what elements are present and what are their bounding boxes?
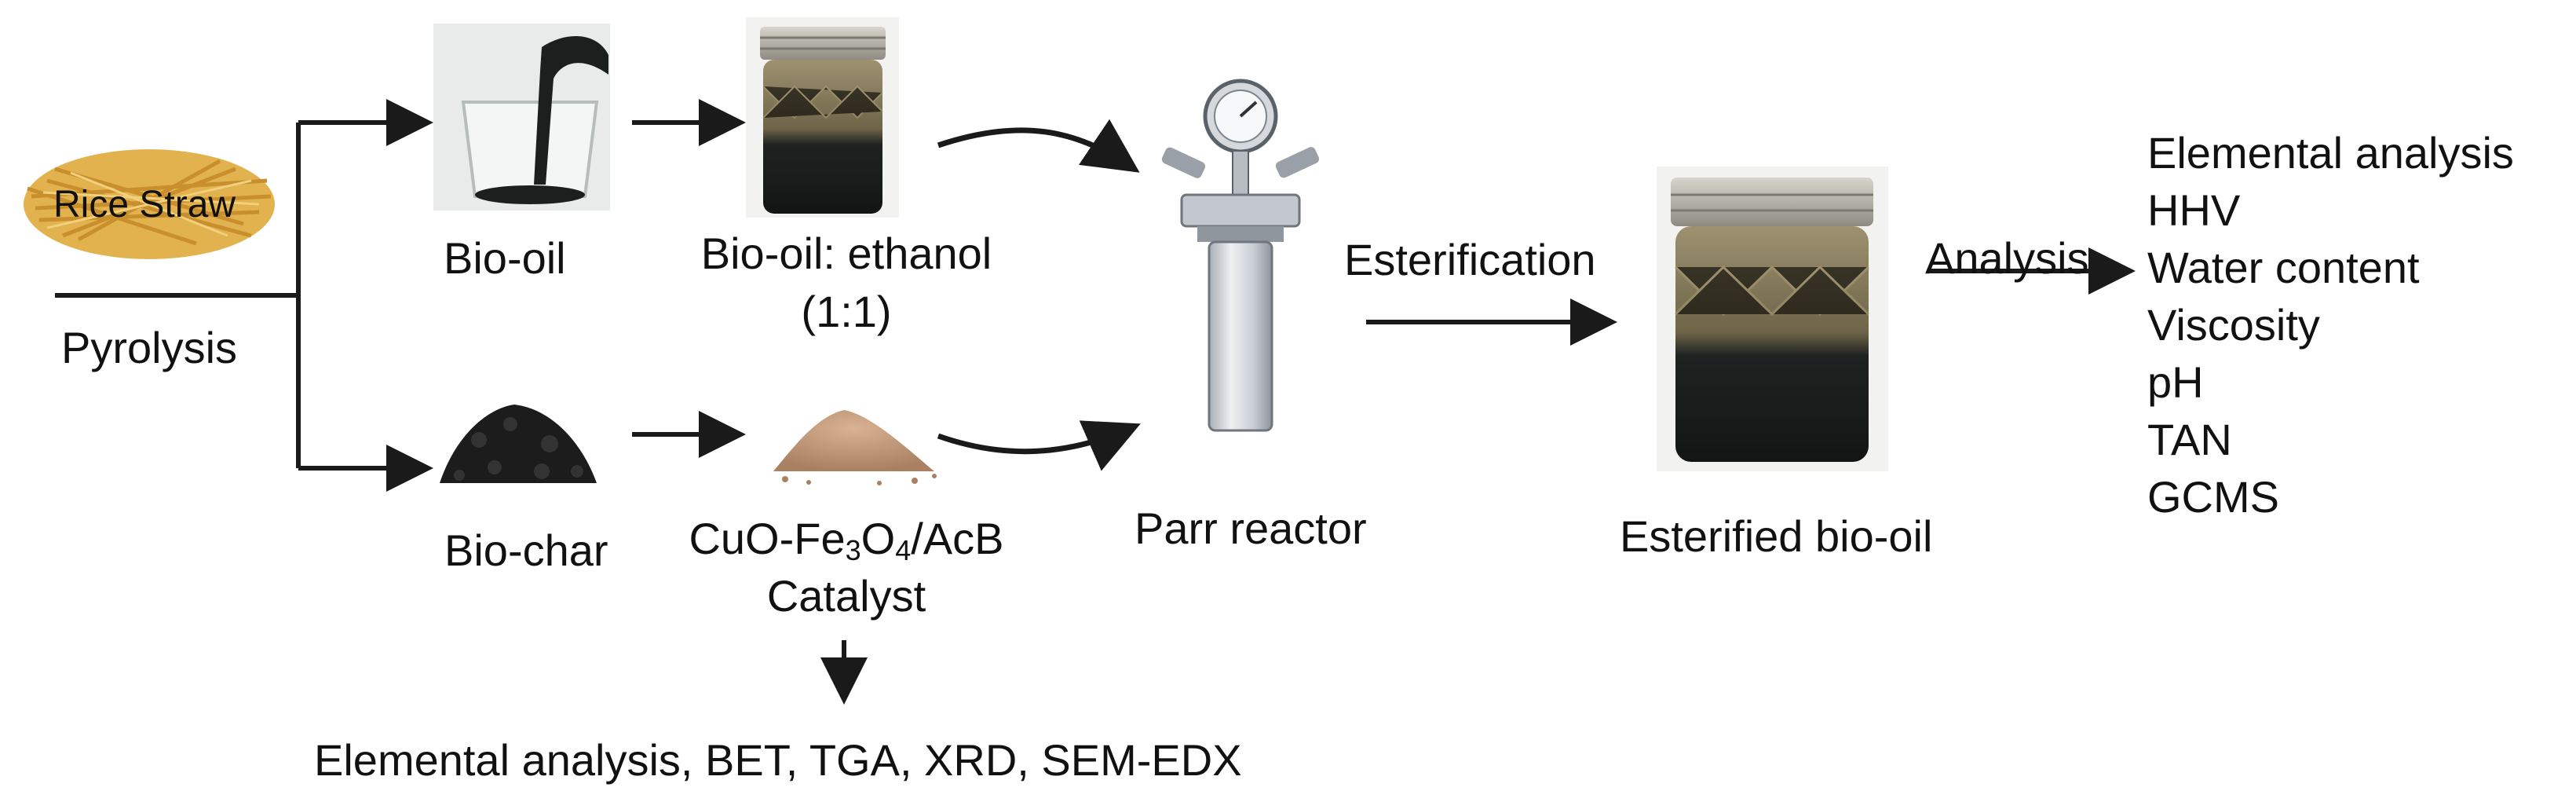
biochar-pile-image [440,405,597,483]
rice-straw-label: Rice Straw [53,184,236,225]
pyrolysis-branch-connector [55,123,301,468]
parr-reactor-label: Parr reactor [1135,504,1367,553]
biooil-label: Bio-oil [444,233,566,283]
rice-straw-image [24,149,275,259]
arrow-catalyst-to-reactor [937,420,1141,471]
biooil-beaker-image [433,24,610,211]
biooil-ethanol-label-line1: Bio-oil: ethanol [700,229,992,278]
analysis-item: Elemental analysis [2147,128,2514,178]
esterified-biooil-jar-image [1657,167,1888,471]
analysis-item: Water content [2147,243,2420,292]
parr-reactor-image [1161,79,1320,432]
pyrolysis-label: Pyrolysis [61,323,238,372]
esterification-label: Esterification [1344,235,1596,284]
biooil-ethanol-jar-image [746,17,899,218]
analysis-item: TAN [2147,415,2232,464]
analysis-item: GCMS [2147,472,2279,522]
analysis-items-list: Elemental analysis HHV Water content Vis… [2147,124,2514,526]
catalyst-characterization-label: Elemental analysis, BET, TGA, XRD, SEM-E… [314,735,1242,785]
analysis-item: HHV [2147,185,2241,235]
biooil-ethanol-label-line2: (1:1) [801,287,892,336]
catalyst-formula-label: CuO-Fe3O4/AcB [689,514,1004,566]
esterified-biooil-label: Esterified bio-oil [1620,511,1933,561]
biochar-label: Bio-char [444,526,608,575]
catalyst-label-line2: Catalyst [766,571,926,621]
arrow-mixture-to-reactor [937,119,1140,173]
analysis-item: Viscosity [2147,300,2320,350]
analysis-item: pH [2147,357,2204,407]
analysis-step-label: Analysis [1925,233,2089,283]
catalyst-powder-image [773,410,937,485]
